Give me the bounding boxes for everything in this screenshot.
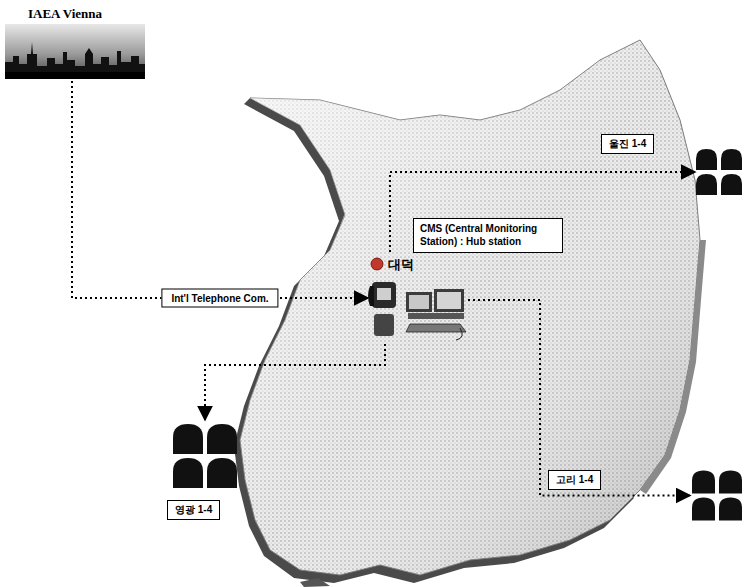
site-node: 울진 1-4 (695, 146, 743, 198)
site-node: IAEA Vienna (5, 24, 145, 79)
reactor-dome (696, 174, 717, 195)
reactor-dome (719, 471, 742, 494)
map-shading (240, 40, 700, 575)
telephone (372, 282, 396, 308)
link-label: Int'l Telephone Com. (161, 289, 278, 308)
reactor-units (695, 146, 743, 198)
reactor-dome (173, 458, 203, 488)
hub-equipment (368, 252, 468, 344)
reactor-units (170, 420, 240, 492)
plant-tag: 영광 1-4 (167, 500, 220, 520)
plant-tag: 울진 1-4 (601, 134, 654, 154)
monitor (434, 289, 464, 312)
map-land (240, 40, 700, 575)
map-islet (300, 578, 330, 587)
reactor-dome (719, 498, 742, 521)
modem (374, 314, 394, 336)
reactor-dome (721, 174, 742, 195)
computer-case (408, 313, 464, 319)
reactor-dome (696, 149, 717, 170)
site-node: 영광 1-4 (170, 420, 240, 492)
reactor-units (690, 468, 744, 523)
plant-tag: 고리 1-4 (548, 470, 601, 490)
mouse-cable (456, 328, 462, 340)
station-box: CMS (Central Monitoring Station) : Hub s… (413, 218, 563, 253)
screen (437, 292, 461, 309)
ground (5, 72, 145, 79)
location-dot (371, 258, 383, 270)
dotted-link (468, 300, 690, 496)
city-skyline (5, 24, 145, 79)
screen (409, 295, 429, 309)
station-note: CMS (Central Monitoring Station) : Hub s… (420, 223, 556, 248)
reactor-dome (173, 424, 203, 454)
site-node: 고리 1-4 (690, 468, 744, 523)
telephone-keys (377, 288, 391, 300)
reactor-dome (207, 424, 237, 454)
hub-name: 대덕 (388, 256, 414, 274)
dotted-link (205, 344, 385, 420)
keyboard (406, 324, 466, 332)
map-east-edge (640, 240, 706, 494)
dotted-link (72, 81, 368, 298)
reactor-dome (721, 149, 742, 170)
site-node: 대덕 (368, 252, 468, 344)
handset (368, 286, 374, 306)
buildings (5, 42, 145, 79)
reactor-dome (692, 498, 715, 521)
dotted-link (390, 172, 695, 252)
reactor-dome (207, 458, 237, 488)
reactor-dome (692, 471, 715, 494)
monitor (406, 292, 432, 312)
site-name: IAEA Vienna (28, 6, 102, 22)
sky (5, 24, 145, 79)
